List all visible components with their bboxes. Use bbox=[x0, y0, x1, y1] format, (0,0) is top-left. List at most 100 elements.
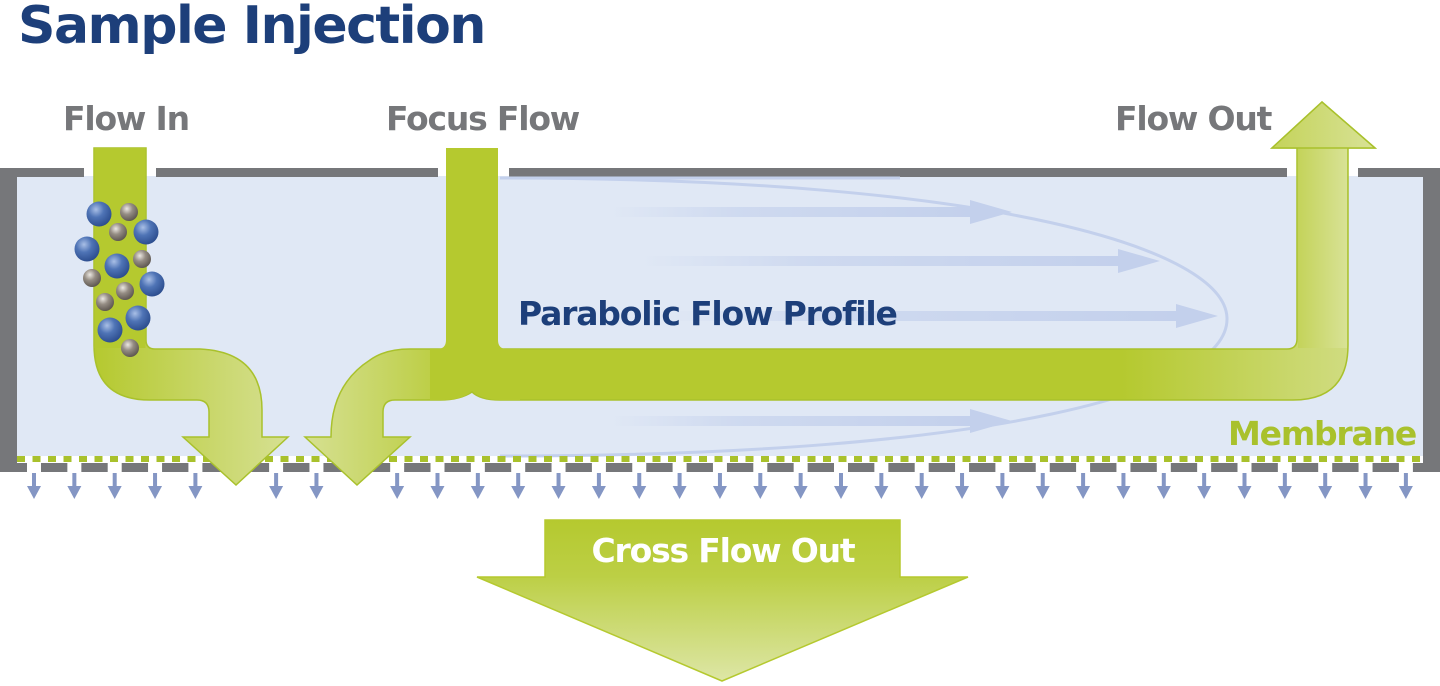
large-particle bbox=[97, 317, 123, 343]
cross-flow-out-arrow bbox=[476, 519, 969, 682]
profile-arrow-shaft bbox=[660, 311, 1176, 321]
drain-arrow-icon bbox=[1318, 473, 1333, 499]
membrane-pore bbox=[1071, 456, 1079, 462]
membrane-support bbox=[1090, 463, 1117, 472]
page-title: Sample Injection bbox=[18, 0, 486, 56]
membrane-pore bbox=[900, 456, 909, 462]
membrane-support bbox=[1009, 463, 1036, 472]
membrane-support bbox=[1251, 463, 1278, 472]
membrane-pore bbox=[559, 456, 568, 462]
membrane-support bbox=[484, 463, 512, 472]
membrane-pore bbox=[745, 456, 754, 462]
membrane-pore bbox=[962, 456, 971, 462]
membrane-pore bbox=[435, 456, 444, 462]
membrane-support bbox=[1332, 463, 1359, 472]
membrane-support bbox=[848, 463, 875, 472]
top-wall-middle bbox=[156, 168, 438, 177]
drain-arrow-icon bbox=[995, 473, 1010, 499]
drain-arrow-icon bbox=[1035, 473, 1050, 499]
membrane-pore bbox=[1117, 456, 1126, 462]
small-particle bbox=[133, 250, 151, 268]
membrane-pore bbox=[513, 456, 521, 462]
membrane-pore bbox=[606, 456, 614, 462]
small-particle bbox=[120, 203, 138, 221]
membrane-pore bbox=[823, 456, 831, 462]
large-particle bbox=[139, 271, 165, 297]
membrane-pore bbox=[621, 456, 630, 462]
membrane-pore bbox=[792, 456, 800, 462]
profile-arrow-shaft bbox=[610, 416, 970, 426]
membrane-pore bbox=[1179, 456, 1188, 462]
outlet-arrowhead bbox=[1270, 100, 1378, 149]
drain-arrow-icon bbox=[914, 473, 929, 499]
membrane-pore bbox=[497, 456, 506, 462]
membrane-pore bbox=[1210, 456, 1219, 462]
membrane-pore bbox=[1303, 456, 1312, 462]
membrane-support bbox=[767, 463, 794, 472]
profile-arrow-head bbox=[970, 409, 1012, 433]
membrane-pore bbox=[1396, 456, 1405, 462]
membrane-pore bbox=[311, 456, 320, 462]
drain-arrow-icon bbox=[712, 473, 727, 499]
membrane-pore bbox=[1133, 456, 1141, 462]
focus-flow-pipe bbox=[430, 148, 520, 400]
small-particle bbox=[96, 293, 114, 311]
membrane-pore bbox=[125, 456, 134, 462]
drain-arrow-icon bbox=[390, 473, 405, 499]
focus-flow-label: Focus Flow bbox=[386, 99, 580, 138]
membrane-support bbox=[605, 463, 633, 472]
drain-arrow-icon bbox=[188, 473, 203, 499]
flow-in-label: Flow In bbox=[63, 99, 190, 138]
membrane-pore bbox=[1272, 456, 1281, 462]
outlet-pipe-shade bbox=[1298, 148, 1347, 348]
membrane-support bbox=[726, 463, 754, 472]
drain-arrow-icon bbox=[1197, 473, 1212, 499]
membrane-pore bbox=[1226, 456, 1234, 462]
membrane-pore bbox=[714, 456, 723, 462]
membrane-support bbox=[1211, 463, 1238, 472]
sample-particles bbox=[74, 201, 165, 357]
membrane-support bbox=[565, 463, 592, 472]
membrane-label: Membrane bbox=[1228, 414, 1417, 453]
membrane-pore bbox=[590, 456, 599, 462]
top-wall-left bbox=[0, 168, 84, 177]
membrane-support bbox=[928, 463, 956, 472]
right-wall bbox=[1423, 168, 1440, 472]
membrane-pore bbox=[187, 456, 196, 462]
drain-arrow-icon bbox=[834, 473, 848, 499]
small-particle bbox=[109, 223, 127, 241]
membrane-pore bbox=[807, 456, 816, 462]
membrane-pore bbox=[48, 456, 56, 462]
drain-arrow-icon bbox=[1398, 473, 1413, 499]
membrane-pore bbox=[1164, 456, 1172, 462]
drain-arrow-icon bbox=[955, 473, 970, 499]
drain-arrow-icon bbox=[309, 473, 324, 499]
membrane-pore bbox=[575, 456, 583, 462]
membrane-pore bbox=[668, 456, 676, 462]
membrane-pore bbox=[528, 456, 537, 462]
membrane-support bbox=[81, 463, 108, 472]
membrane-pore bbox=[838, 456, 847, 462]
membrane-pore bbox=[79, 456, 87, 462]
drain-arrow-icon bbox=[1237, 473, 1252, 499]
membrane-pore bbox=[420, 456, 428, 462]
membrane-pore bbox=[280, 456, 289, 462]
drain-arrow-icon bbox=[470, 473, 485, 499]
membrane-support bbox=[1130, 463, 1157, 472]
membrane-pore bbox=[652, 456, 661, 462]
drain-arrow-icon bbox=[551, 473, 566, 499]
membrane-pore bbox=[776, 456, 785, 462]
membrane-pore bbox=[869, 456, 878, 462]
membrane-support bbox=[969, 463, 996, 472]
small-particle bbox=[116, 282, 134, 300]
membrane-support bbox=[283, 463, 310, 472]
membrane-support bbox=[323, 463, 350, 472]
drain-arrow-icon bbox=[511, 473, 526, 499]
profile-arrow-shaft bbox=[610, 207, 970, 217]
membrane-pore bbox=[1009, 456, 1017, 462]
membrane-pore bbox=[156, 456, 165, 462]
membrane-pore bbox=[730, 456, 738, 462]
membrane-pore bbox=[1102, 456, 1110, 462]
